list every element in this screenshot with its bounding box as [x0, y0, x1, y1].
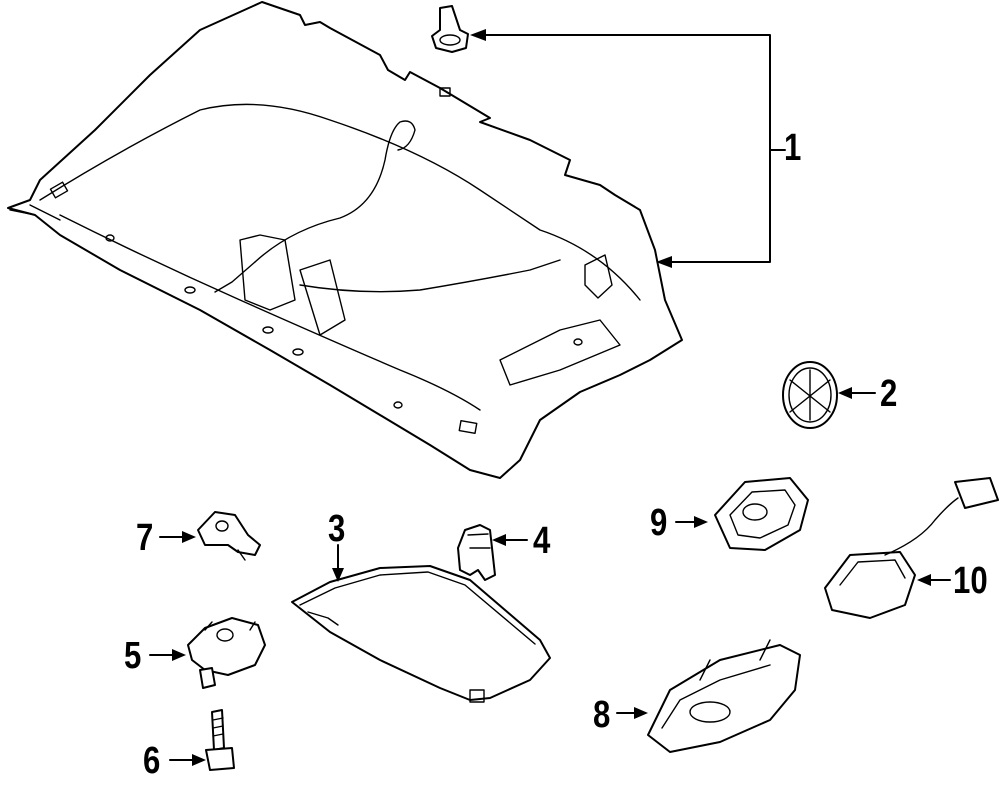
callout-2: 2 — [880, 373, 898, 415]
callout-9: 9 — [650, 502, 668, 544]
small-bracket — [197, 511, 261, 561]
callout-5: 5 — [124, 635, 142, 677]
push-clip — [431, 5, 469, 53]
grommet — [782, 361, 838, 429]
lamp-with-connector — [824, 477, 999, 619]
screw — [205, 709, 235, 771]
callout-7: 7 — [136, 517, 154, 559]
callout-10: 10 — [953, 560, 988, 602]
lamp-lens — [714, 477, 809, 551]
sun-visor — [291, 565, 551, 703]
map-lamp — [647, 639, 801, 753]
callout-1: 1 — [784, 127, 802, 169]
callout-8: 8 — [593, 694, 611, 736]
visor-bracket — [187, 617, 266, 689]
callout-4: 4 — [533, 520, 551, 562]
headliner-panel — [7, 1, 683, 479]
leader-lines — [149, 29, 951, 766]
callout-6: 6 — [143, 740, 161, 782]
visor-clip — [457, 524, 496, 581]
callout-3: 3 — [328, 508, 346, 550]
